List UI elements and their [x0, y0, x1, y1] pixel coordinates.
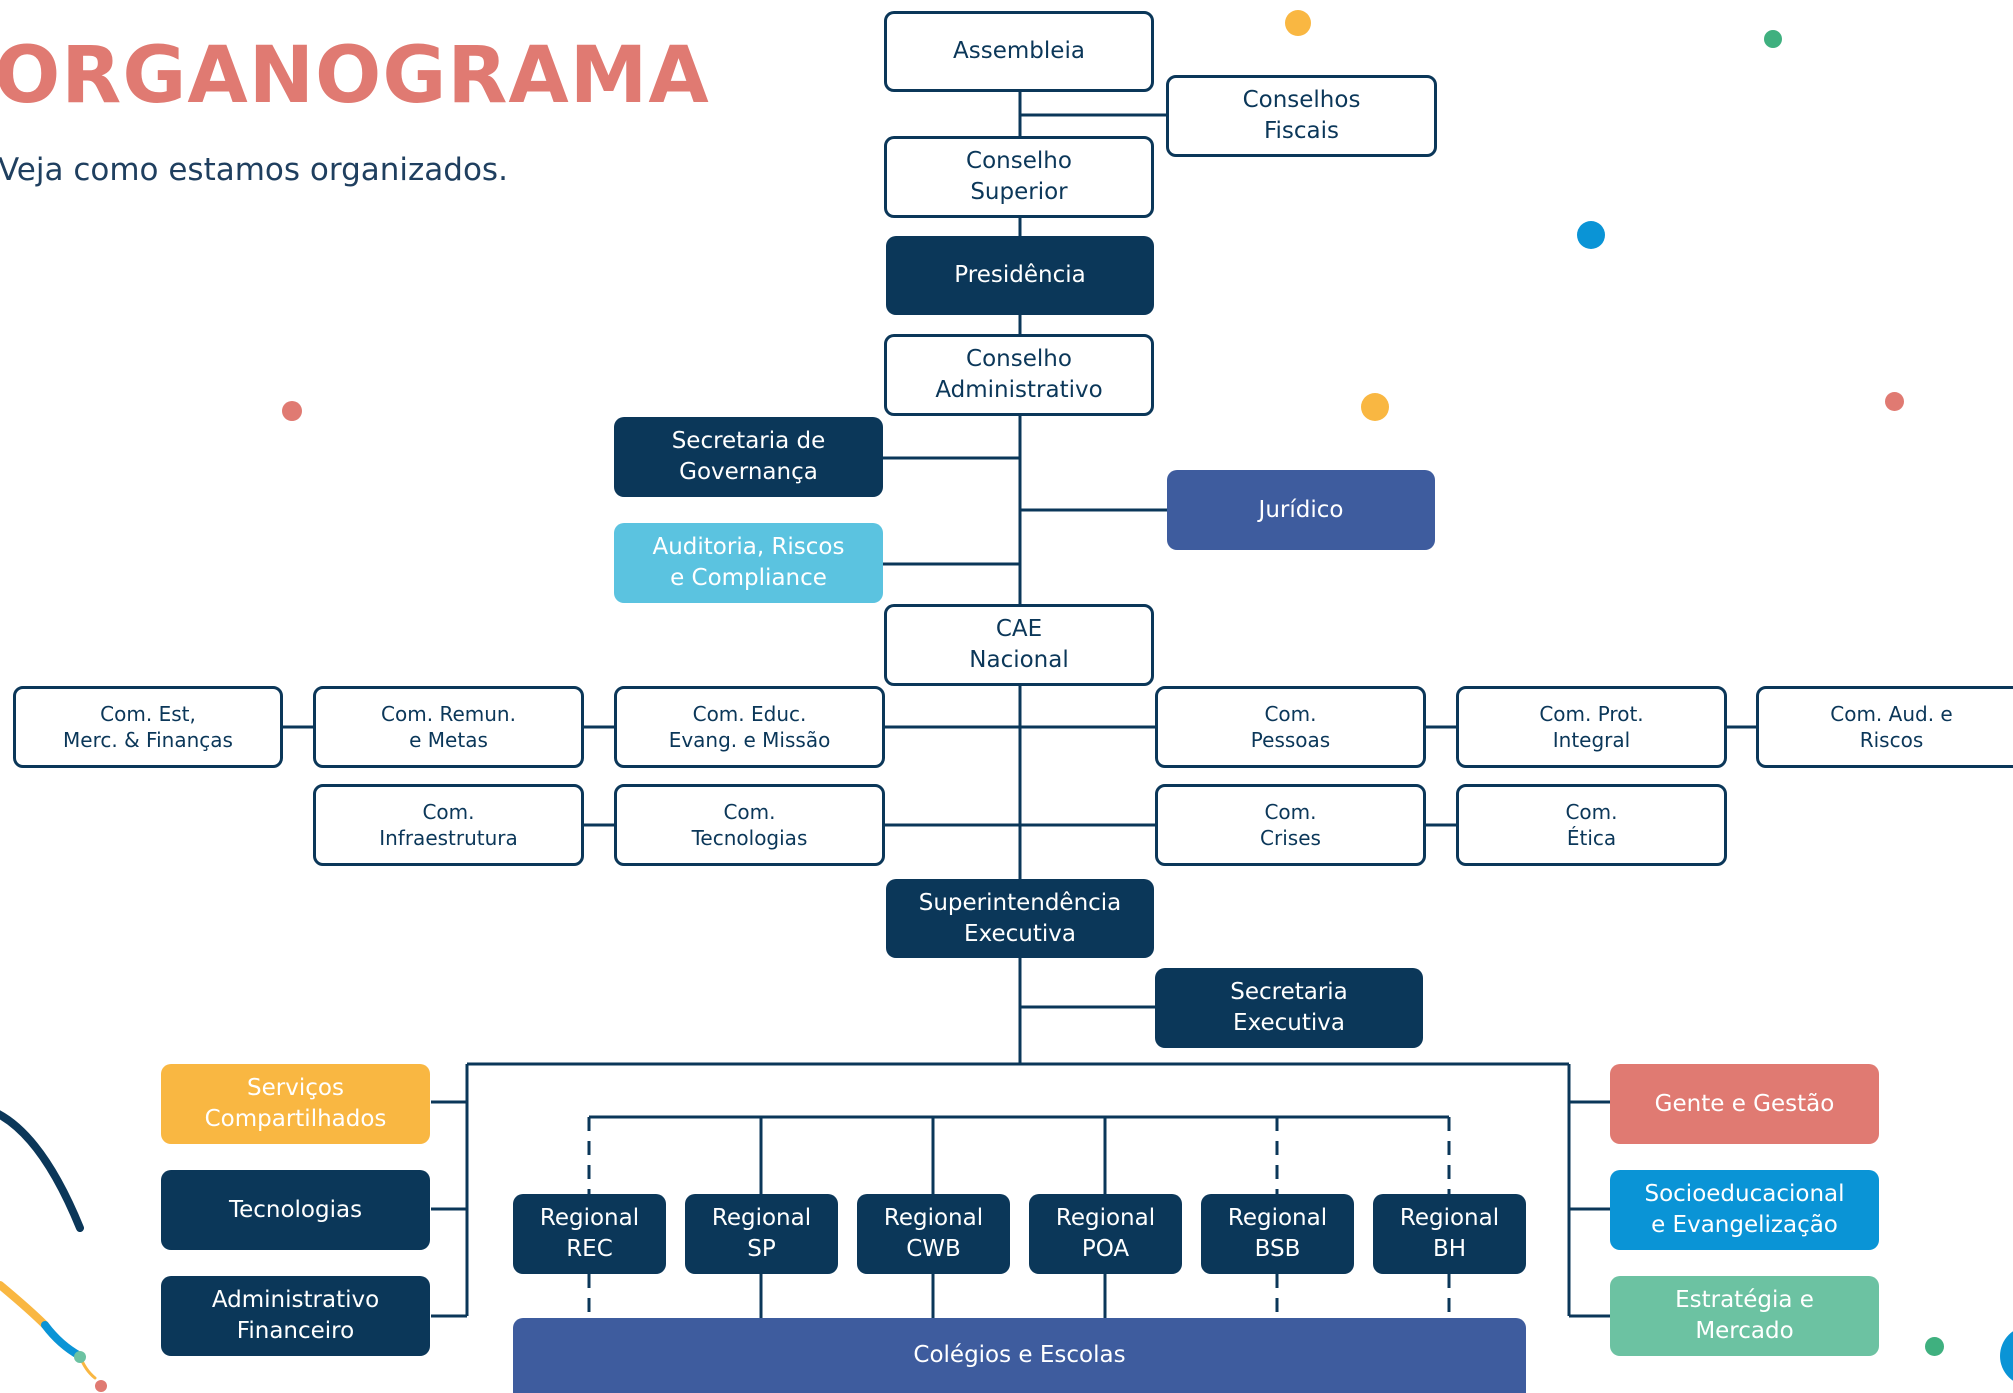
- decor-dot: [1885, 392, 1904, 411]
- page-subtitle: Veja como estamos organizados.: [0, 152, 508, 188]
- node-assembleia: Assembleia: [884, 11, 1154, 92]
- node-conselhos-fiscais: Conselhos Fiscais: [1166, 75, 1437, 157]
- node-regional-bsb: Regional BSB: [1201, 1194, 1354, 1274]
- node-gente-gestao: Gente e Gestão: [1610, 1064, 1879, 1144]
- node-com-est-merc-financas: Com. Est, Merc. & Finanças: [13, 686, 283, 768]
- node-secretaria-governanca: Secretaria de Governança: [614, 417, 883, 497]
- node-com-educ-evang-missao: Com. Educ. Evang. e Missão: [614, 686, 885, 768]
- node-regional-rec: Regional REC: [513, 1194, 666, 1274]
- node-auditoria-riscos-compliance: Auditoria, Riscos e Compliance: [614, 523, 883, 603]
- node-com-prot-integral: Com. Prot. Integral: [1456, 686, 1727, 768]
- node-com-aud-riscos: Com. Aud. e Riscos: [1756, 686, 2013, 768]
- node-com-etica: Com. Ética: [1456, 784, 1727, 866]
- node-regional-sp: Regional SP: [685, 1194, 838, 1274]
- node-com-crises: Com. Crises: [1155, 784, 1426, 866]
- node-regional-bh: Regional BH: [1373, 1194, 1526, 1274]
- decor-dot: [282, 401, 302, 421]
- node-regional-cwb: Regional CWB: [857, 1194, 1010, 1274]
- node-conselho-superior: Conselho Superior: [884, 136, 1154, 218]
- page-title: ORGANOGRAMA: [0, 31, 710, 121]
- node-servicos-compartilhados: Serviços Compartilhados: [161, 1064, 430, 1144]
- node-secretaria-executiva: Secretaria Executiva: [1155, 968, 1423, 1048]
- node-colegios-escolas: Colégios e Escolas: [513, 1318, 1526, 1393]
- decor-dot: [1764, 30, 1782, 48]
- decor-dot: [1361, 393, 1389, 421]
- node-estrategia-mercado: Estratégia e Mercado: [1610, 1276, 1879, 1356]
- node-tecnologias: Tecnologias: [161, 1170, 430, 1250]
- node-administrativo-financeiro: Administrativo Financeiro: [161, 1276, 430, 1356]
- node-conselho-administrativo: Conselho Administrativo: [884, 334, 1154, 416]
- node-com-infraestrutura: Com. Infraestrutura: [313, 784, 584, 866]
- node-com-pessoas: Com. Pessoas: [1155, 686, 1426, 768]
- decor-dot: [1577, 221, 1605, 249]
- node-cae-nacional: CAE Nacional: [884, 604, 1154, 686]
- node-regional-poa: Regional POA: [1029, 1194, 1182, 1274]
- node-superintendencia-executiva: Superintendência Executiva: [886, 879, 1154, 958]
- node-socioeducacional-evangelizacao: Socioeducacional e Evangelização: [1610, 1170, 1879, 1250]
- decor-dot: [2000, 1326, 2013, 1386]
- node-com-remun-metas: Com. Remun. e Metas: [313, 686, 584, 768]
- node-juridico: Jurídico: [1167, 470, 1435, 550]
- node-presidencia: Presidência: [886, 236, 1154, 315]
- decor-dot: [1925, 1337, 1944, 1356]
- node-com-tecnologias: Com. Tecnologias: [614, 784, 885, 866]
- decor-dot: [1285, 10, 1311, 36]
